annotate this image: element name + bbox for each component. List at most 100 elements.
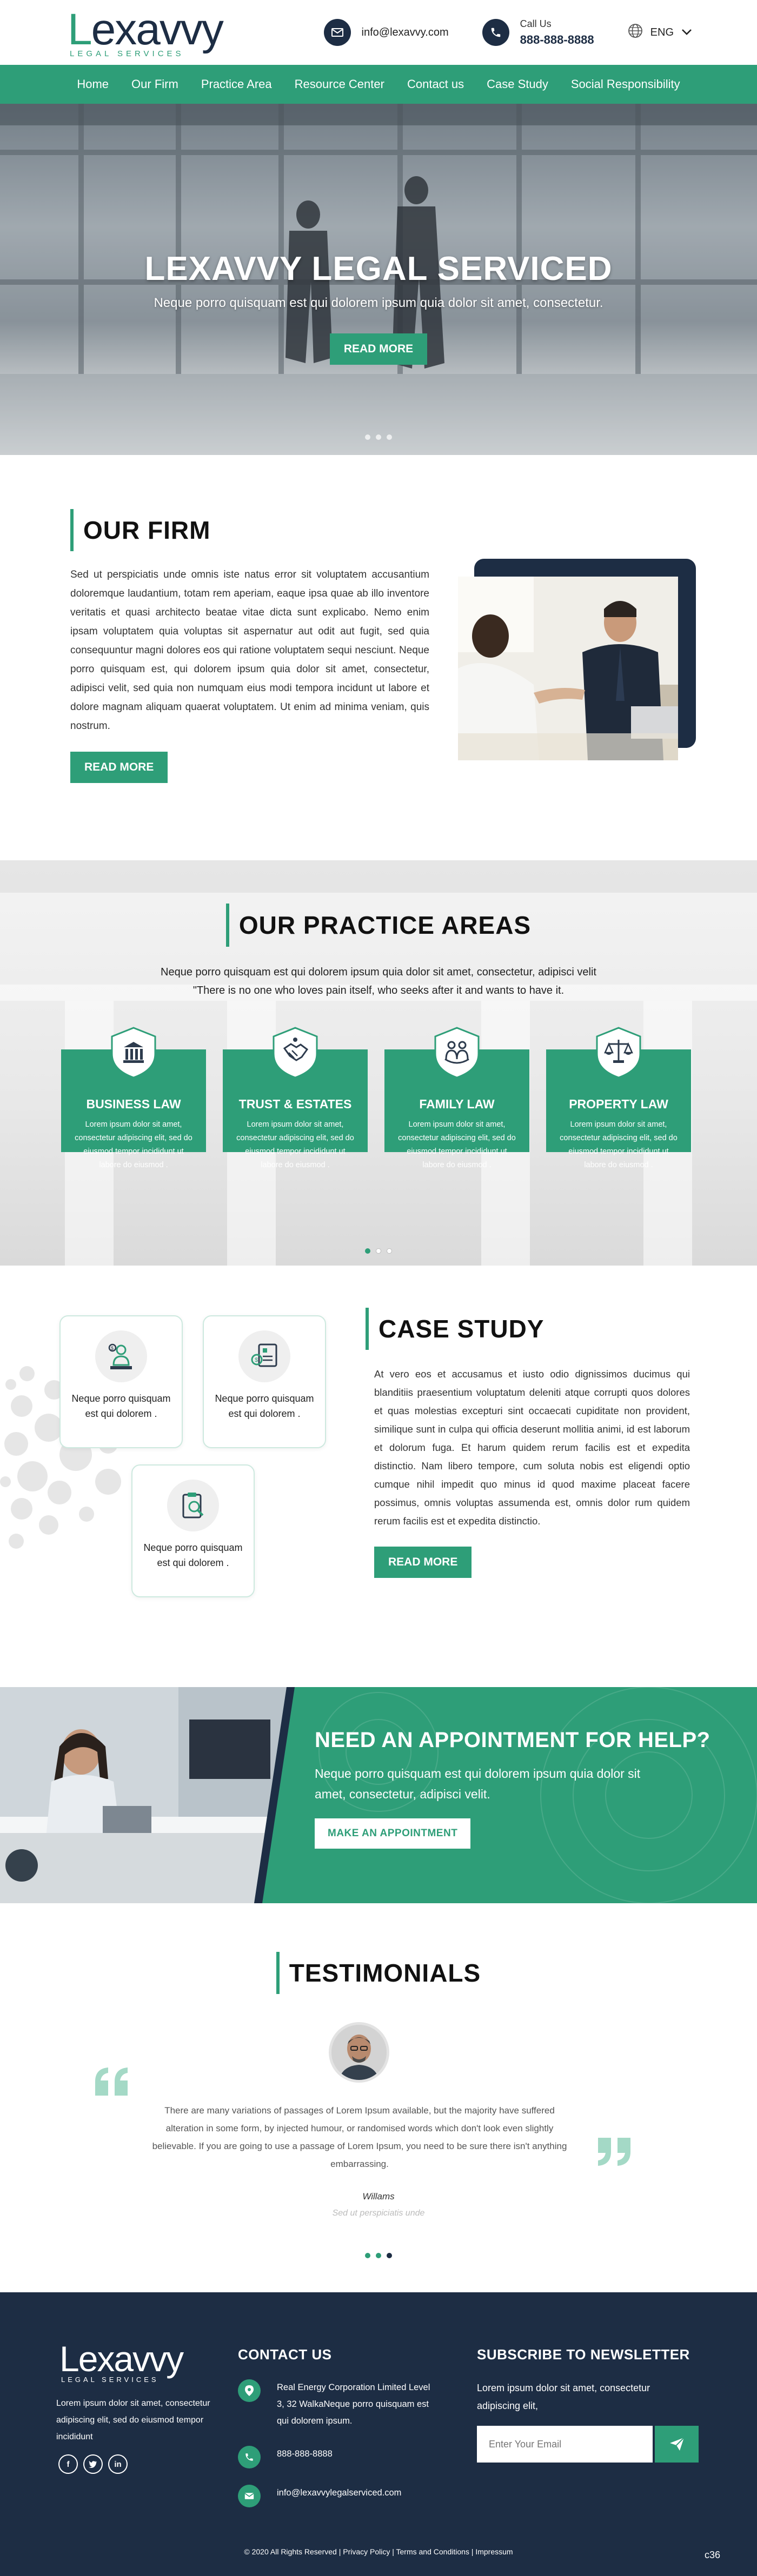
our-firm-text: Sed ut perspiciatis unde omnis iste natu… [70, 569, 429, 732]
footer-address-text: Real Energy Corporation Limited Level 3,… [277, 2383, 430, 2426]
language-selector[interactable]: ENG [628, 23, 692, 42]
testimonial-slider-dots [0, 2253, 757, 2258]
nav-case-study[interactable]: Case Study [487, 77, 548, 91]
make-appointment-button[interactable]: MAKE AN APPOINTMENT [315, 1818, 471, 1849]
hero-dot-2[interactable] [376, 434, 381, 440]
testimonial-dot-3[interactable] [387, 2253, 392, 2258]
bank-icon [111, 1027, 156, 1079]
footer-logo-word: Lexavvy [59, 2339, 184, 2379]
handshake-photo [458, 577, 678, 760]
practice-card-business-law[interactable]: BUSINESS LAW Lorem ipsum dolor sit amet,… [61, 1027, 206, 1169]
clipboard-search-icon [167, 1480, 219, 1531]
practice-card-trust-estates[interactable]: TRUST & ESTATES Lorem ipsum dolor sit am… [223, 1027, 368, 1169]
twitter-icon[interactable] [83, 2454, 103, 2474]
title-accent-bar [70, 509, 74, 551]
nav-contact-us[interactable]: Contact us [407, 77, 464, 91]
call-label: Call Us [520, 18, 552, 29]
footer-email-text: info@lexavvylegalserviced.com [277, 2488, 402, 2498]
practice-card-text: Lorem ipsum dolor sit amet, consectetur … [560, 1120, 678, 1169]
case-study-section: $ Neque porro quisquam est qui dolorem .… [0, 1266, 757, 1687]
practice-card-title: PROPERTY LAW [569, 1097, 668, 1111]
header-email-text: info@lexavvy.com [361, 26, 449, 38]
newsletter-form [477, 2426, 699, 2463]
practice-card-title: FAMILY LAW [419, 1097, 495, 1111]
practice-desc-line2: "There is no one who loves pain itself, … [192, 985, 565, 996]
case-card-text: Neque porro quisquam est qui dolorem . [71, 1393, 171, 1419]
case-card-1[interactable]: $ Neque porro quisquam est qui dolorem . [59, 1315, 183, 1448]
practice-card-title: BUSINESS LAW [86, 1097, 181, 1111]
facebook-icon[interactable]: f [58, 2454, 78, 2474]
svg-text:$: $ [255, 1357, 258, 1363]
footer-contact-column: CONTACT US Real Energy Corporation Limit… [238, 2346, 431, 2507]
testimonial-role: Sed ut perspiciatis unde [332, 2209, 425, 2218]
logo-tagline: LEGAL SERVICES [70, 49, 184, 58]
title-accent-bar [366, 1308, 369, 1350]
case-card-3[interactable]: Neque porro quisquam est qui dolorem . [131, 1464, 255, 1597]
testimonial-text: There are many variations of passages of… [152, 2105, 567, 2169]
firm-read-more-button[interactable]: READ MORE [70, 752, 168, 783]
hero-dot-3[interactable] [387, 434, 392, 440]
svg-text:$: $ [111, 1346, 114, 1351]
profile-chart-icon: $ [238, 1330, 290, 1382]
phone-icon [482, 19, 509, 46]
footer-email[interactable]: info@lexavvylegalserviced.com [238, 2485, 431, 2507]
logo-letter: L [68, 4, 92, 54]
call-number: 888-888-8888 [520, 32, 594, 46]
case-read-more-button[interactable]: READ MORE [374, 1547, 472, 1578]
envelope-icon [238, 2485, 261, 2507]
language-label: ENG [650, 26, 674, 38]
appointment-banner: NEED AN APPOINTMENT FOR HELP? Neque porr… [0, 1687, 757, 1903]
footer-logo-tagline: LEGAL SERVICES [61, 2376, 159, 2384]
nav-practice-area[interactable]: Practice Area [201, 77, 272, 91]
footer-phone[interactable]: 888-888-8888 [238, 2446, 431, 2468]
case-study-text: At vero eos et accusamus et iusto odio d… [374, 1368, 690, 1527]
testimonial-name: Willams [362, 2191, 395, 2202]
logo-word: exavvy [91, 4, 224, 54]
title-accent-bar [225, 904, 229, 947]
newsletter-email-input[interactable] [477, 2426, 653, 2463]
hero-dot-1[interactable] [365, 434, 370, 440]
linkedin-icon[interactable]: in [108, 2454, 128, 2474]
practice-card-property-law[interactable]: PROPERTY LAW Lorem ipsum dolor sit amet,… [546, 1027, 691, 1169]
hero-banner: LEXAVVY LEGAL SERVICED Neque porro quisq… [0, 104, 757, 455]
practice-dot-2[interactable] [376, 1248, 381, 1254]
hero-subtitle: Neque porro quisquam est qui dolorem ips… [154, 296, 603, 310]
practice-dot-1[interactable] [365, 1248, 370, 1254]
nav-resource-center[interactable]: Resource Center [294, 77, 384, 91]
practice-card-text: Lorem ipsum dolor sit amet, consectetur … [398, 1120, 516, 1169]
hero-read-more-button[interactable]: READ MORE [329, 333, 428, 365]
envelope-icon [323, 19, 351, 46]
header-email[interactable]: info@lexavvy.com [323, 19, 449, 46]
family-icon [434, 1027, 480, 1079]
quote-open-icon [93, 2065, 131, 2100]
our-firm-section: OUR FIRM Sed ut perspiciatis unde omnis … [0, 455, 757, 860]
nav-social-responsibility[interactable]: Social Responsibility [570, 77, 680, 91]
top-header: Lexavvy LEGAL SERVICES info@lexavvy.com … [0, 0, 757, 65]
footer-logo[interactable]: Lexavvy LEGAL SERVICES [59, 2339, 184, 2384]
footer-contact-title: CONTACT US [238, 2346, 332, 2363]
decorative-pattern [318, 1687, 757, 1903]
practice-card-text: Lorem ipsum dolor sit amet, consectetur … [236, 1120, 354, 1169]
testimonial-dot-1[interactable] [365, 2253, 370, 2258]
practice-card-title: TRUST & ESTATES [238, 1097, 352, 1111]
testimonial-dot-2[interactable] [376, 2253, 381, 2258]
globe-icon [628, 23, 643, 42]
practice-dot-3[interactable] [387, 1248, 392, 1254]
send-icon [669, 2437, 685, 2451]
brand-logo[interactable]: Lexavvy LEGAL SERVICES [68, 4, 224, 58]
chevron-down-icon [681, 26, 692, 39]
practice-card-family-law[interactable]: FAMILY LAW Lorem ipsum dolor sit amet, c… [384, 1027, 529, 1169]
person-money-icon: $ [95, 1330, 147, 1382]
nav-our-firm[interactable]: Our Firm [131, 77, 178, 91]
practice-desc-line1: Neque porro quisquam est qui dolorem ips… [161, 966, 596, 978]
copyright: © 2020 All Rights Reserved | Privacy Pol… [244, 2547, 513, 2556]
header-phone[interactable]: Call Us 888-888-8888 [482, 18, 594, 47]
nav-home[interactable]: Home [77, 77, 109, 91]
practice-areas-section: OUR PRACTICE AREAS Neque porro quisquam … [0, 860, 757, 1266]
case-card-2[interactable]: $ Neque porro quisquam est qui dolorem . [203, 1315, 326, 1448]
newsletter-submit-button[interactable] [653, 2426, 699, 2463]
hero-title: LEXAVVY LEGAL SERVICED [144, 250, 613, 287]
case-card-text: Neque porro quisquam est qui dolorem . [215, 1393, 314, 1419]
location-pin-icon [238, 2379, 261, 2402]
practice-areas-title: OUR PRACTICE AREAS [238, 911, 532, 939]
